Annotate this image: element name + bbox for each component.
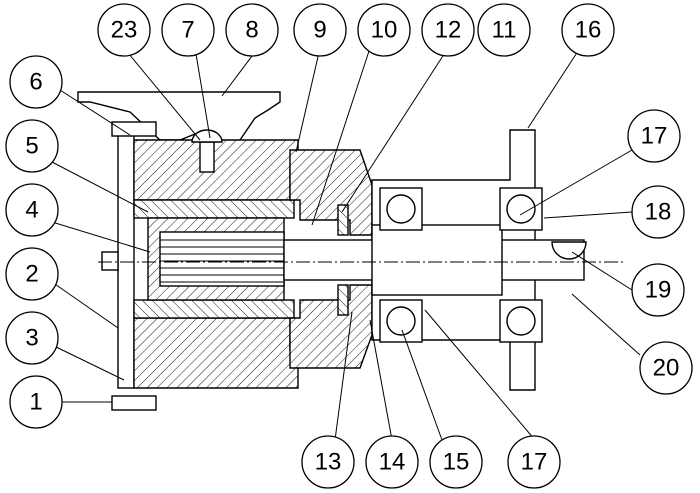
pump-body-top bbox=[133, 139, 299, 201]
callout-14: 14 bbox=[365, 435, 419, 489]
callout-4: 4 bbox=[5, 183, 59, 237]
svg-text:8: 8 bbox=[245, 17, 258, 44]
shaft-key bbox=[551, 241, 587, 260]
rear-bearing bbox=[499, 187, 543, 343]
svg-text:6: 6 bbox=[29, 69, 42, 96]
svg-text:16: 16 bbox=[575, 17, 602, 44]
seal-upper bbox=[337, 204, 349, 236]
leader-lines bbox=[51, 47, 641, 441]
svg-text:19: 19 bbox=[645, 277, 672, 304]
callout-7: 7 bbox=[161, 3, 215, 57]
impeller-splines bbox=[160, 239, 284, 283]
callout-3: 3 bbox=[5, 311, 59, 365]
callout-9: 9 bbox=[293, 3, 347, 57]
front-bearing bbox=[379, 187, 423, 343]
callout-1: 1 bbox=[9, 375, 63, 429]
svg-text:7: 7 bbox=[181, 17, 194, 44]
pump-body-bottom bbox=[133, 317, 299, 389]
callout-23: 23 bbox=[97, 3, 151, 57]
callout-19: 19 bbox=[631, 263, 685, 317]
callout-6: 6 bbox=[9, 55, 63, 109]
callout-10: 10 bbox=[357, 3, 411, 57]
callout-18: 18 bbox=[631, 185, 685, 239]
cam-bottom bbox=[133, 299, 295, 319]
svg-text:23: 23 bbox=[111, 17, 138, 44]
svg-text:13: 13 bbox=[315, 449, 342, 476]
svg-text:2: 2 bbox=[25, 261, 38, 288]
callout-20: 20 bbox=[639, 341, 693, 395]
callout-16: 16 bbox=[561, 3, 615, 57]
svg-text:15: 15 bbox=[443, 449, 470, 476]
svg-text:17: 17 bbox=[521, 449, 548, 476]
svg-text:18: 18 bbox=[645, 199, 672, 226]
svg-text:20: 20 bbox=[653, 355, 680, 382]
callout-12: 12 bbox=[421, 3, 475, 57]
svg-text:3: 3 bbox=[25, 325, 38, 352]
pump-drawing bbox=[77, 91, 625, 411]
svg-text:11: 11 bbox=[492, 17, 517, 44]
callout-17-lower: 17 bbox=[507, 435, 561, 489]
shaft-bearing-section bbox=[371, 224, 503, 296]
callout-2: 2 bbox=[5, 247, 59, 301]
cam-top bbox=[133, 199, 295, 219]
svg-text:12: 12 bbox=[435, 17, 462, 44]
bearing-housing-lower bbox=[289, 284, 373, 369]
callout-15: 15 bbox=[429, 435, 483, 489]
svg-text:1: 1 bbox=[29, 389, 42, 416]
callout-5: 5 bbox=[5, 119, 59, 173]
cover-screws bbox=[101, 121, 157, 411]
svg-text:14: 14 bbox=[379, 449, 406, 476]
mounting-pad bbox=[77, 91, 281, 143]
callout-8: 8 bbox=[225, 3, 279, 57]
end-cover-plate bbox=[117, 127, 135, 389]
callout-11: 11 bbox=[477, 3, 531, 57]
seal-lower bbox=[337, 284, 349, 316]
bearing-housing bbox=[289, 149, 373, 236]
callout-13: 13 bbox=[301, 435, 355, 489]
svg-text:5: 5 bbox=[25, 133, 38, 160]
svg-text:9: 9 bbox=[313, 17, 326, 44]
svg-text:17: 17 bbox=[641, 123, 668, 150]
svg-text:4: 4 bbox=[25, 197, 38, 224]
callout-17-upper: 17 bbox=[627, 109, 681, 163]
impeller-core bbox=[159, 231, 285, 287]
svg-text:10: 10 bbox=[371, 17, 398, 44]
